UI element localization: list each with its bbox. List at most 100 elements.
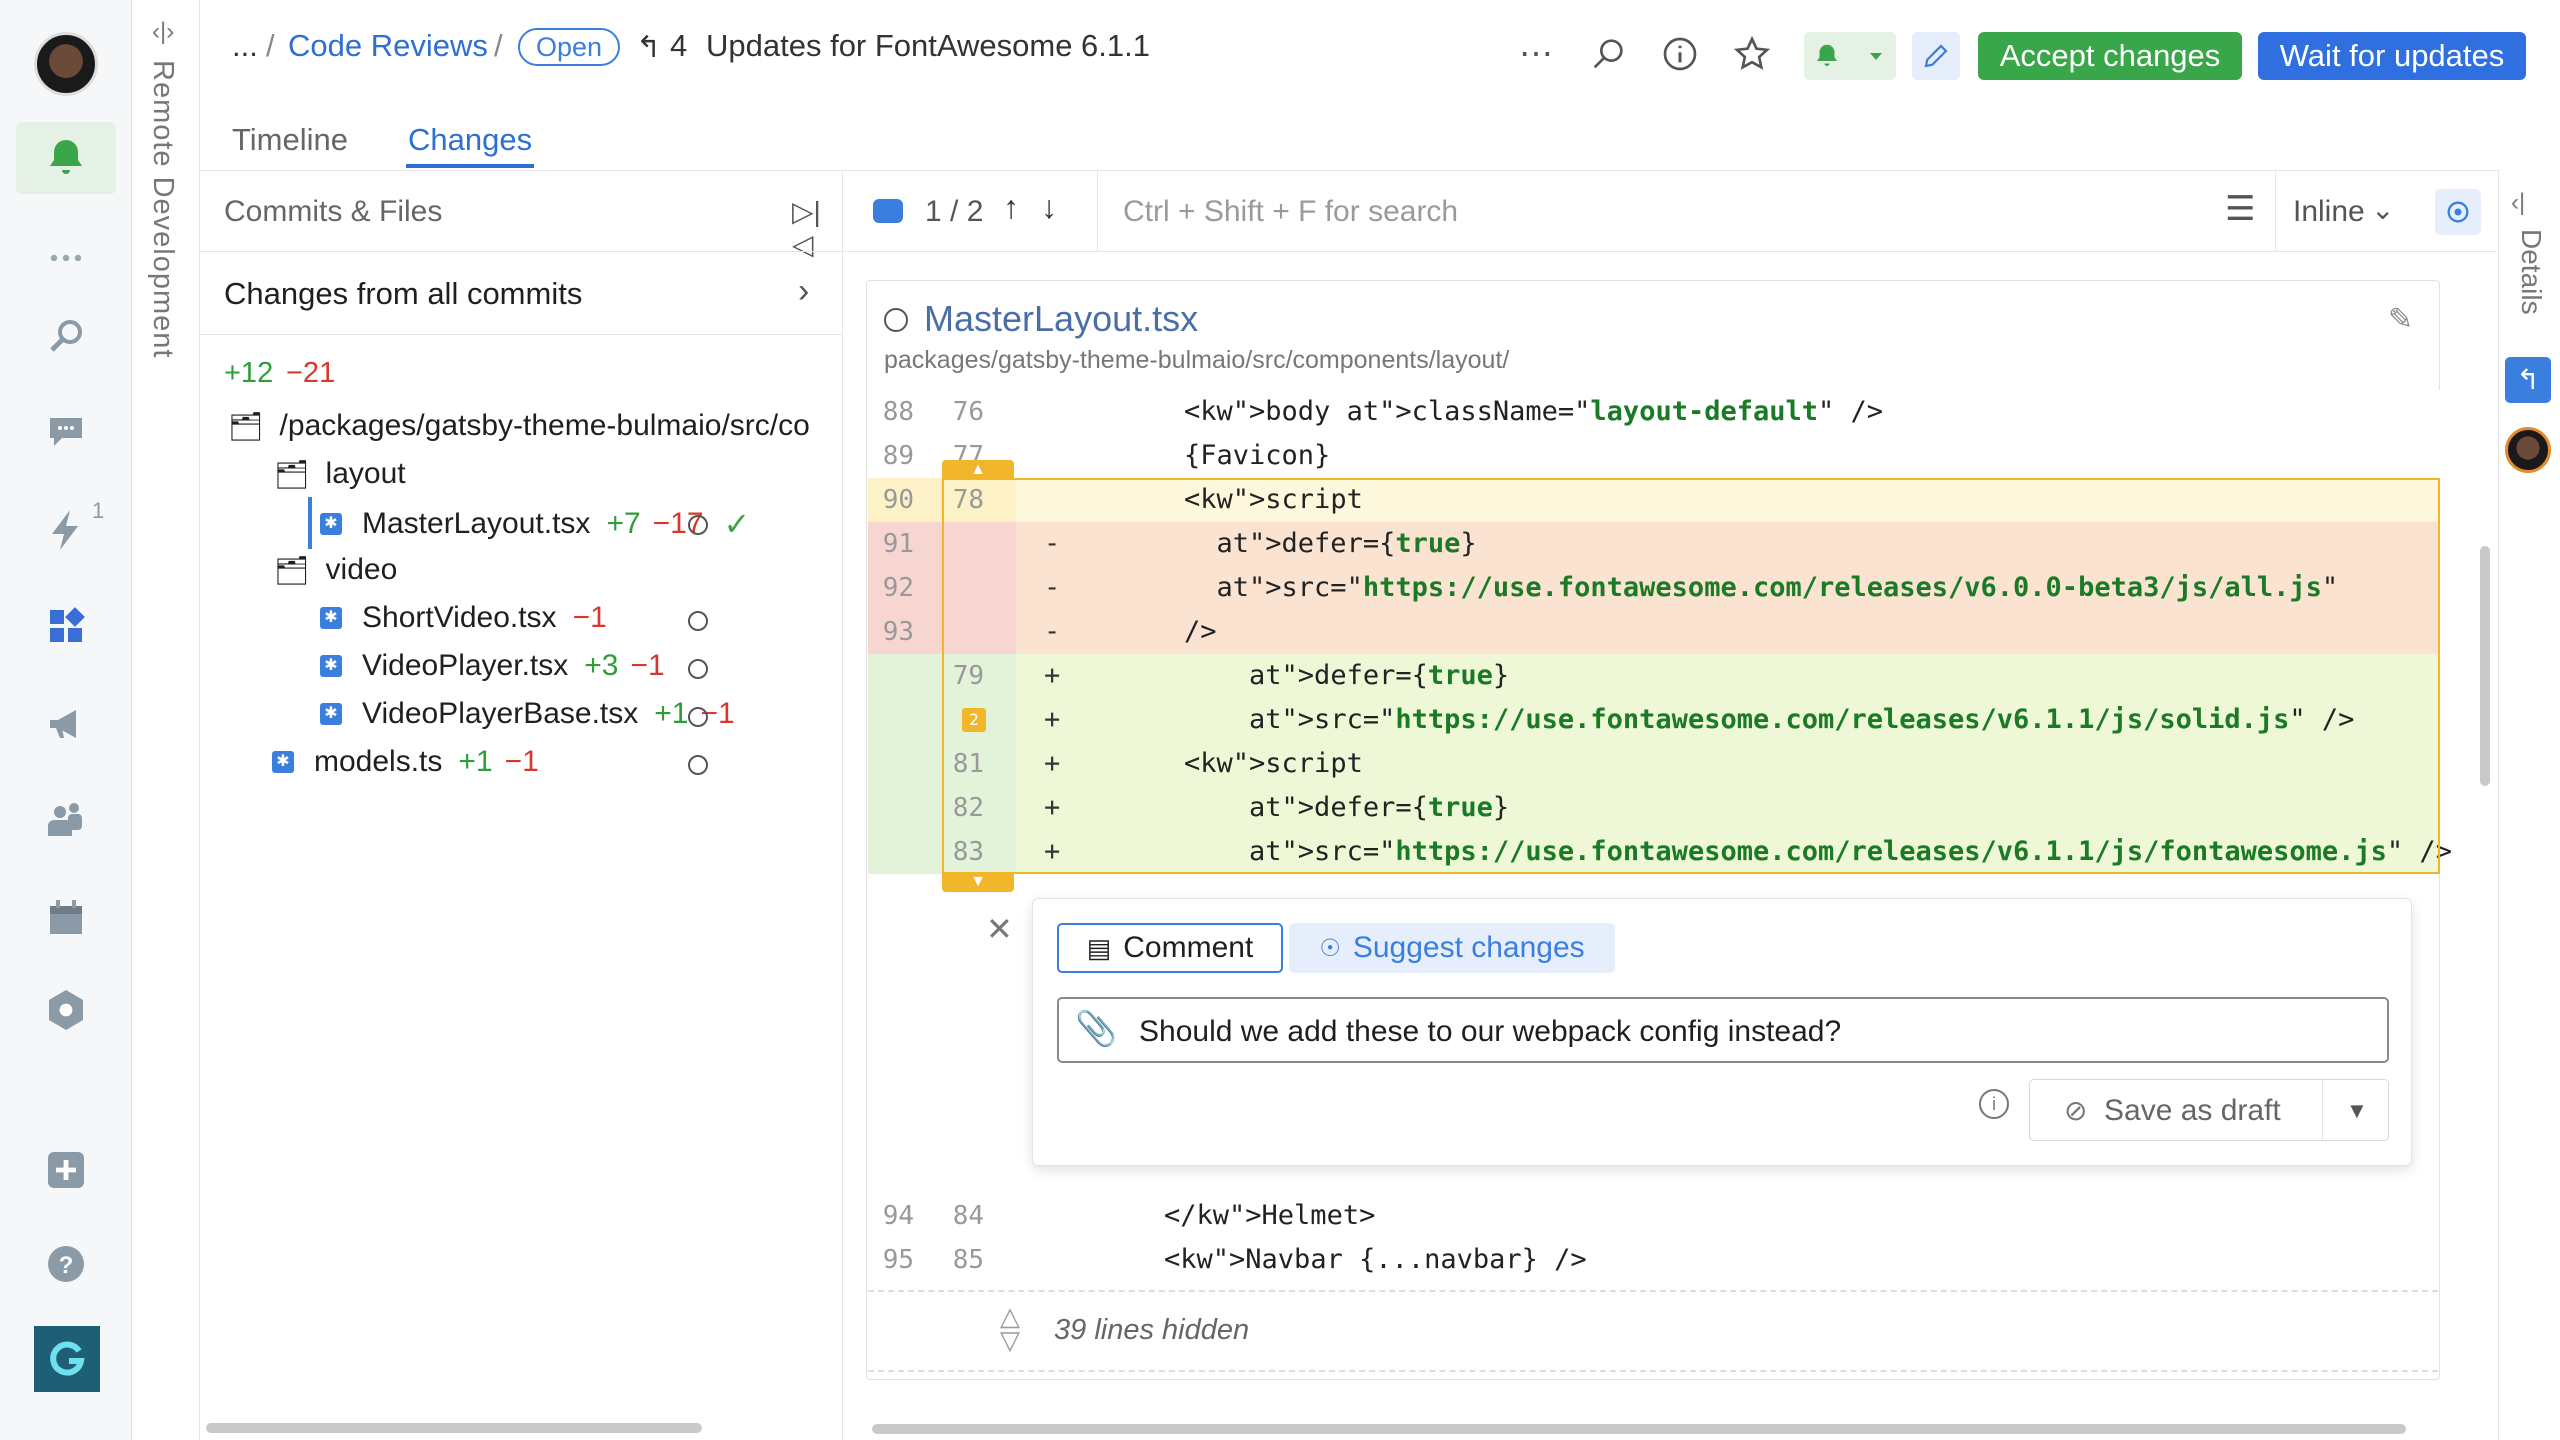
file-name: MasterLayout.tsx bbox=[362, 507, 591, 540]
arrow-down-icon[interactable]: ↓ bbox=[1041, 189, 1057, 225]
save-as-draft-button[interactable]: ⊘ Save as draft ▼ bbox=[2029, 1079, 2389, 1141]
status-badge: Open bbox=[518, 28, 621, 66]
code-text: at">defer={true} bbox=[1249, 660, 1510, 691]
expand-up-icon[interactable]: ▲ bbox=[942, 460, 1014, 480]
diff-line[interactable]: 83+ at">src="https://use.fontawesome.com… bbox=[868, 830, 2452, 874]
old-line-number: 93 bbox=[882, 617, 914, 647]
edit-button[interactable] bbox=[1912, 32, 1960, 80]
horizontal-scrollbar[interactable] bbox=[206, 1423, 702, 1433]
diff-line[interactable]: 91- at">defer={true} bbox=[868, 522, 2440, 566]
apps-icon[interactable] bbox=[36, 596, 96, 656]
settings-icon[interactable] bbox=[36, 980, 96, 1040]
target-icon[interactable] bbox=[2435, 189, 2481, 235]
suggest-changes-tab[interactable]: ☉Suggest changes bbox=[1289, 923, 1615, 973]
close-icon[interactable]: ✕ bbox=[986, 911, 1013, 947]
space-logo-icon[interactable] bbox=[34, 1326, 100, 1392]
more-icon[interactable] bbox=[36, 228, 96, 288]
diff-line[interactable]: 82+ at">defer={true} bbox=[868, 786, 2440, 830]
code-text: </kw">Helmet> bbox=[1164, 1200, 1376, 1231]
team-icon[interactable] bbox=[36, 790, 96, 850]
all-commits-row[interactable]: Changes from all commits › bbox=[200, 252, 842, 334]
file-row[interactable]: ✱VideoPlayer.tsx+3−1 bbox=[320, 649, 665, 683]
attachment-icon[interactable]: 📎 bbox=[1075, 1010, 1118, 1048]
chat-icon[interactable] bbox=[36, 402, 96, 462]
breadcrumb-code-reviews[interactable]: Code Reviews bbox=[288, 28, 488, 63]
megaphone-icon[interactable] bbox=[36, 694, 96, 754]
notifications-toggle[interactable] bbox=[1804, 32, 1896, 80]
hidden-lines-label[interactable]: 39 lines hidden bbox=[1054, 1314, 1250, 1346]
reviewer-avatar[interactable] bbox=[2505, 427, 2551, 473]
diff-line[interactable]: 81+<kw">script bbox=[868, 742, 2440, 786]
folder-video[interactable]: 🗂video bbox=[274, 553, 397, 587]
breadcrumb-ellipsis[interactable]: ... bbox=[232, 28, 258, 63]
review-branch-icon: ↰ bbox=[636, 31, 662, 64]
search-icon[interactable] bbox=[36, 306, 96, 366]
file-row[interactable]: ✱MasterLayout.tsx+7−17✓ bbox=[320, 505, 750, 543]
diff-line[interactable]: 93-/> bbox=[868, 610, 2440, 654]
panel-title: Commits & Files bbox=[224, 195, 443, 228]
more-icon[interactable]: ⋯ bbox=[1519, 35, 1553, 73]
expand-down-icon[interactable]: ▼ bbox=[942, 872, 1014, 892]
details-panel[interactable]: ‹| Details ↰ bbox=[2499, 171, 2560, 1440]
file-row[interactable]: ✱ShortVideo.tsx−1 bbox=[320, 601, 607, 635]
view-mode-select[interactable]: Inline bbox=[2293, 195, 2365, 228]
old-line-number: 95 bbox=[882, 1245, 914, 1275]
remote-development-panel[interactable]: ‹|› Remote Development bbox=[132, 0, 200, 1440]
arrow-up-icon[interactable]: ↑ bbox=[1003, 189, 1019, 225]
chevron-down-icon[interactable]: ▼ bbox=[2346, 1098, 2368, 1123]
file-row[interactable]: ✱models.ts+1−1 bbox=[272, 745, 539, 779]
expand-icon[interactable]: ‹| bbox=[2511, 189, 2526, 216]
calendar-icon[interactable] bbox=[36, 888, 96, 948]
folder-icon: 🗂 bbox=[274, 458, 310, 490]
avatar[interactable] bbox=[34, 32, 98, 96]
folder-layout[interactable]: 🗂layout bbox=[274, 457, 406, 491]
review-status-icon[interactable] bbox=[688, 515, 708, 535]
tab-timeline[interactable]: Timeline bbox=[232, 122, 348, 157]
tree-path-row[interactable]: 🗂/packages/gatsby-theme-bulmaio/src/co bbox=[228, 409, 842, 443]
filter-settings-icon[interactable]: ☰ bbox=[2225, 190, 2256, 228]
info-icon[interactable] bbox=[1658, 32, 1702, 76]
expand-icon[interactable]: ‹|› bbox=[152, 18, 175, 45]
code-text: at">src="https://use.fontawesome.com/rel… bbox=[1216, 572, 2339, 603]
review-icon[interactable]: ↰ bbox=[2505, 357, 2551, 403]
edit-file-icon[interactable]: ✎ bbox=[2388, 303, 2414, 336]
diff-line[interactable]: 79+ at">defer={true} bbox=[868, 654, 2440, 698]
file-title[interactable]: MasterLayout.tsx bbox=[924, 298, 1199, 339]
collapse-panel-icon[interactable]: ▷|◁ bbox=[792, 196, 821, 260]
review-status-icon[interactable] bbox=[688, 755, 708, 775]
info-icon[interactable]: i bbox=[1979, 1089, 2009, 1119]
file-viewed-icon[interactable] bbox=[884, 308, 908, 332]
add-icon[interactable] bbox=[36, 1140, 96, 1200]
review-status-icon[interactable] bbox=[688, 707, 708, 727]
code-text: at">defer={true} bbox=[1216, 528, 1477, 559]
review-status-icon[interactable] bbox=[688, 611, 708, 631]
new-line-number: 84 bbox=[952, 1201, 984, 1231]
comment-input[interactable]: 📎 Should we add these to our webpack con… bbox=[1057, 997, 2389, 1063]
diff-line[interactable]: 92- at">src="https://use.fontawesome.com… bbox=[868, 566, 2440, 610]
diff-line[interactable]: 2+ at">src="https://use.fontawesome.com/… bbox=[868, 698, 2440, 742]
comment-tab[interactable]: ▤Comment bbox=[1057, 923, 1283, 973]
chevron-down-icon[interactable] bbox=[1864, 44, 1888, 68]
accept-changes-button[interactable]: Accept changes bbox=[1978, 32, 2242, 80]
old-line-number: 91 bbox=[882, 529, 914, 559]
diff-vertical-scrollbar[interactable] bbox=[2480, 546, 2490, 786]
wait-for-updates-button[interactable]: Wait for updates bbox=[2258, 32, 2526, 80]
code-text: <kw">script bbox=[1184, 484, 1363, 515]
tab-changes[interactable]: Changes bbox=[408, 122, 533, 157]
diff-search-input[interactable]: Ctrl + Shift + F for search bbox=[1123, 195, 1459, 228]
lightning-icon[interactable] bbox=[36, 500, 96, 560]
search-icon[interactable] bbox=[1586, 32, 1630, 76]
chevron-down-icon[interactable]: ⌄ bbox=[2371, 194, 2395, 225]
expand-hidden-icon[interactable]: △▽ bbox=[1000, 1301, 1020, 1355]
file-row[interactable]: ✱VideoPlayerBase.tsx+1−1 bbox=[320, 697, 735, 731]
bell-icon[interactable] bbox=[16, 122, 116, 194]
star-icon[interactable] bbox=[1730, 32, 1774, 76]
diff-horizontal-scrollbar[interactable] bbox=[872, 1424, 2406, 1434]
review-status-icon[interactable] bbox=[688, 659, 708, 679]
help-icon[interactable]: ? bbox=[36, 1234, 96, 1294]
